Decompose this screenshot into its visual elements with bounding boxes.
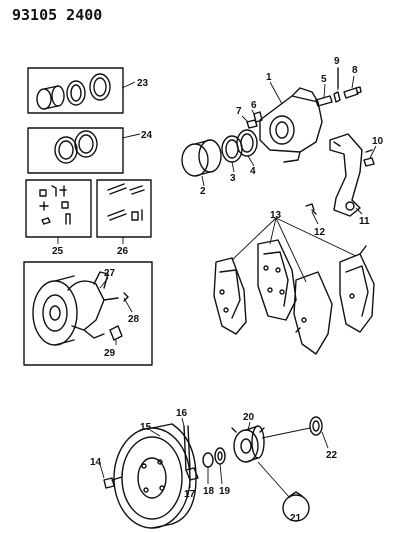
boot-4 xyxy=(236,129,258,157)
callout-10: 10 xyxy=(372,136,384,147)
callout-4: 4 xyxy=(250,166,256,177)
piston-seal-3 xyxy=(221,135,243,163)
kit-box-26 xyxy=(96,179,152,238)
caliper-piston-2 xyxy=(181,139,222,177)
bleeder-screw-7 xyxy=(246,119,258,129)
callout-11: 11 xyxy=(359,216,370,227)
brake-pad-outer-right xyxy=(339,245,375,333)
callout-7: 7 xyxy=(236,106,242,117)
adapter-11 xyxy=(329,133,363,217)
brake-pad-outer-left xyxy=(213,257,247,335)
callout-24: 24 xyxy=(141,130,153,141)
bolt-8 xyxy=(343,86,362,99)
wheel-stud-14 xyxy=(103,476,123,489)
callout-9: 9 xyxy=(334,56,340,67)
callout-17: 17 xyxy=(184,489,196,500)
bushing-6 xyxy=(253,111,263,123)
callout-20: 20 xyxy=(243,412,255,423)
callout-numbers: 1 2 3 4 5 6 7 8 9 10 11 12 13 14 15 16 1… xyxy=(52,56,384,524)
callout-27: 27 xyxy=(104,268,116,279)
callout-8: 8 xyxy=(352,65,358,76)
callout-12: 12 xyxy=(314,227,326,238)
callout-18: 18 xyxy=(203,486,215,497)
brake-pad-inner-right xyxy=(293,271,333,355)
callout-22: 22 xyxy=(326,450,338,461)
callout-28: 28 xyxy=(128,314,140,325)
callout-15: 15 xyxy=(140,422,152,433)
bushing-9 xyxy=(333,67,341,103)
nut-17 xyxy=(185,467,199,481)
cotter-19 xyxy=(214,447,226,465)
brake-pad-inner-left xyxy=(257,239,297,321)
seal-22 xyxy=(309,416,323,436)
kit-box-24 xyxy=(27,127,124,174)
guide-pin-5 xyxy=(315,95,333,107)
bolt-10 xyxy=(363,149,375,167)
callout-23: 23 xyxy=(137,78,149,89)
callout-25: 25 xyxy=(52,246,64,257)
callout-5: 5 xyxy=(321,74,327,85)
hub-bearing-20 xyxy=(231,425,265,463)
kit-box-23 xyxy=(27,67,124,114)
clip-12 xyxy=(305,203,317,215)
callout-14: 14 xyxy=(90,457,102,468)
callout-3: 3 xyxy=(230,173,236,184)
callout-19: 19 xyxy=(219,486,231,497)
diagram-code: 93105 2400 xyxy=(12,6,103,24)
callout-29: 29 xyxy=(104,348,116,359)
callout-26: 26 xyxy=(117,246,129,257)
kit-box-25 xyxy=(25,179,92,238)
caliper-housing-1 xyxy=(259,87,323,163)
splash-shield-16 xyxy=(183,425,191,471)
washer-18 xyxy=(202,452,214,468)
callout-16: 16 xyxy=(176,408,188,419)
callout-21: 21 xyxy=(290,513,302,524)
rotor-15 xyxy=(113,423,197,529)
callout-6: 6 xyxy=(251,100,257,111)
leader-lines xyxy=(57,68,377,499)
callout-13: 13 xyxy=(270,210,282,221)
bolt-21-circle xyxy=(282,491,310,522)
callout-2: 2 xyxy=(200,186,206,197)
callout-1: 1 xyxy=(266,72,272,83)
